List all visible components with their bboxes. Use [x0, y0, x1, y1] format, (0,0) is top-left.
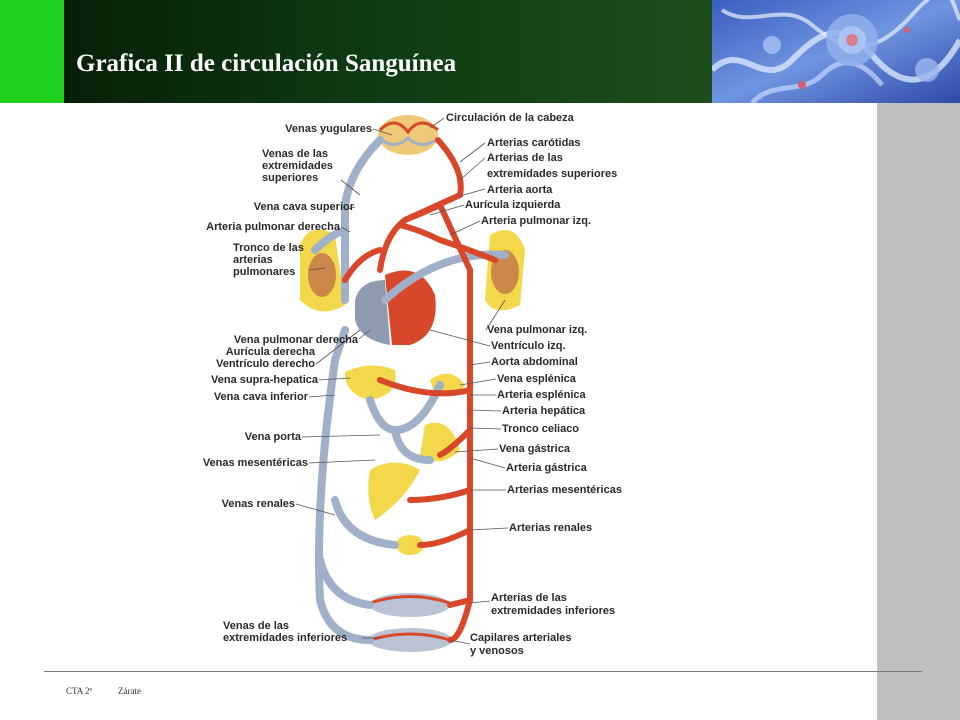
footer-divider [44, 671, 922, 672]
label-arteria-pulmonar-derecha: Arteria pulmonar derecha [206, 221, 341, 233]
label-vena-porta: Vena porta [245, 431, 302, 443]
label-venas-mesentericas: Venas mesentéricas [203, 457, 308, 469]
label-leader-lines [295, 117, 509, 645]
label-arterias-renales: Arterias renales [509, 522, 592, 534]
label-venas-extremidades-2: extremidades [262, 160, 333, 172]
label-circulacion-cabeza: Circulación de la cabeza [446, 112, 575, 124]
label-arterias-ext-inf-1: Arterias de las [491, 592, 567, 604]
right-labels: Circulación de la cabeza Arterias caróti… [446, 112, 622, 657]
header-bar [64, 0, 714, 103]
head-capillaries [378, 115, 439, 155]
side-band [877, 103, 960, 720]
label-aorta-abdominal: Aorta abdominal [491, 356, 578, 368]
label-vena-pulmonar-derecha: Vena pulmonar derecha [234, 334, 359, 346]
label-auricula-izquierda: Aurícula izquierda [465, 199, 561, 211]
label-venas-extremidades-3: superiores [262, 172, 318, 184]
arterial-system [342, 137, 498, 643]
label-arteria-aorta: Arteria aorta [487, 184, 553, 196]
circulation-diagram: Venas yugulares Venas de las extremidade… [203, 112, 622, 657]
label-vena-cava-superior: Vena cava superior [254, 201, 355, 213]
label-arterias-extremidades-2: extremidades superiores [487, 168, 617, 180]
label-vena-pulmonar-izq: Vena pulmonar izq. [487, 324, 587, 336]
label-venas-yugulares: Venas yugulares [285, 123, 372, 135]
accent-block [0, 0, 64, 103]
label-venas-extremidades-1: Venas de las [262, 148, 328, 160]
venous-system [311, 136, 509, 644]
label-vena-gastrica: Vena gástrica [499, 443, 571, 455]
label-arterias-mesentericas: Arterias mesentéricas [507, 484, 622, 496]
label-vena-cava-inferior: Vena cava inferior [214, 391, 309, 403]
label-capilares-1: Capilares arteriales [470, 632, 572, 644]
label-arteria-esplenica: Arteria esplénica [497, 389, 587, 401]
label-ventriculo-derecho: Ventrículo derecho [216, 358, 315, 370]
label-arteria-hepatica: Arteria hepática [502, 405, 586, 417]
label-vena-supra-hepatica: Vena supra-hepatica [211, 374, 319, 386]
heart [355, 270, 436, 345]
slide-title: Grafica II de circulación Sanguínea [76, 50, 457, 77]
footer-course: CTA 2º [66, 686, 93, 696]
label-venas-renales: Venas renales [222, 498, 295, 510]
left-labels: Venas yugulares Venas de las extremidade… [203, 123, 372, 644]
label-capilares-2: y venosos [470, 645, 524, 657]
label-ventriculo-izq: Ventrículo izq. [491, 340, 566, 352]
label-venas-ext-inf-1: Venas de las [223, 620, 289, 632]
label-arteria-gastrica: Arteria gástrica [506, 462, 588, 474]
label-tronco-celiaco: Tronco celiaco [502, 423, 579, 435]
leg-capillaries [368, 593, 452, 652]
label-arterias-carotidas: Arterias carótidas [487, 137, 581, 149]
label-tronco-2: arterias [233, 254, 273, 266]
label-vena-esplenica: Vena esplénica [497, 373, 577, 385]
abdominal-organs [345, 365, 465, 555]
label-arterias-ext-inf-2: extremidades inferiores [491, 605, 615, 617]
label-tronco-3: pulmonares [233, 266, 295, 278]
label-tronco-1: Tronco de las [233, 242, 304, 254]
neuron-banner-image [712, 0, 960, 103]
footer-author: Zárate [118, 686, 141, 696]
label-arteria-pulmonar-izq: Arteria pulmonar izq. [481, 215, 591, 227]
label-venas-ext-inf-2: extremidades inferiores [223, 632, 347, 644]
label-auricula-derecha: Aurícula derecha [226, 346, 316, 358]
label-arterias-extremidades-1: Arterias de las [487, 152, 563, 164]
